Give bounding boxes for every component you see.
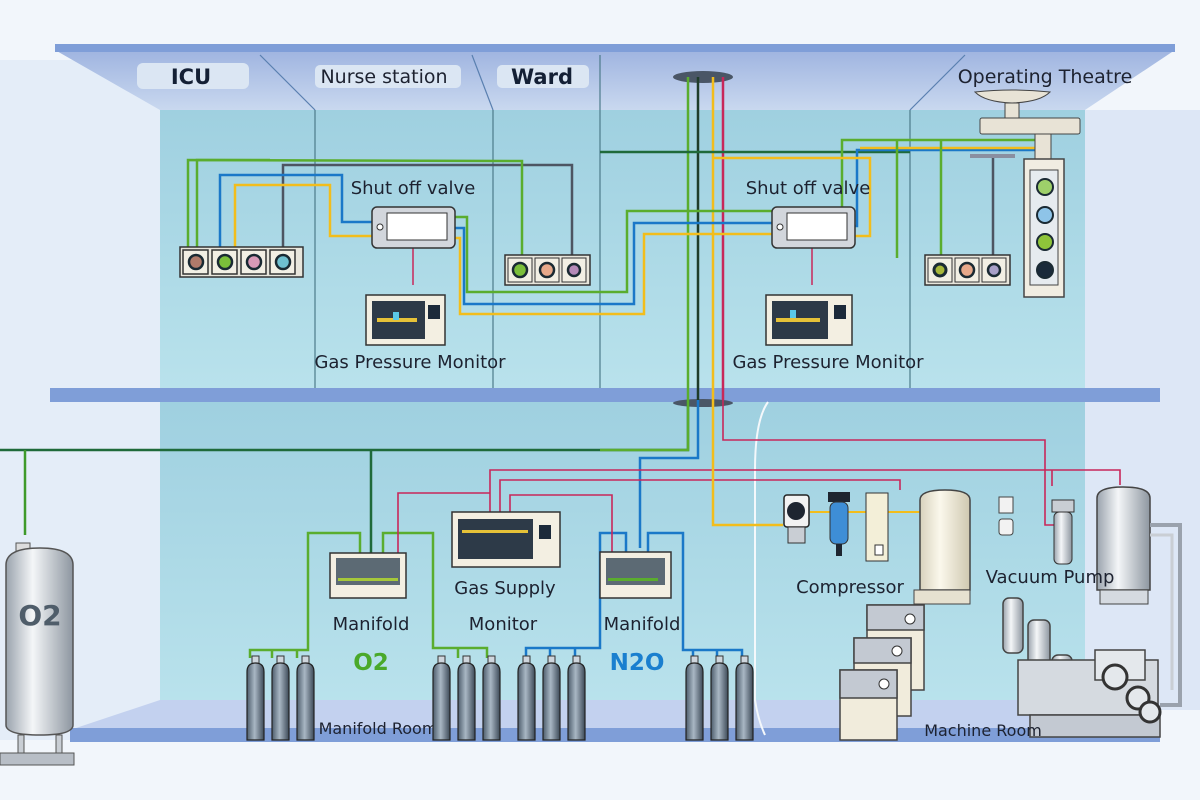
gas-supply-monitor[interactable]: Gas Supply Monitor	[451, 511, 561, 635]
outlet-icon	[245, 253, 263, 271]
gas-cylinder	[567, 655, 586, 741]
roof-slab	[55, 44, 1175, 52]
pendant-outlet-icon	[1036, 206, 1054, 224]
vacuum-pump-system[interactable]: Vacuum Pump	[986, 486, 1182, 738]
room-label-icu: ICU	[171, 65, 211, 89]
manifold-2[interactable]: Manifold N2O	[599, 551, 681, 676]
gas-cylinder	[296, 655, 315, 741]
gas-cylinder	[542, 655, 561, 741]
middle-slab	[50, 388, 1160, 402]
outlet-icon	[511, 261, 529, 279]
dial-icon	[904, 613, 916, 625]
gas-pressure-monitor-2[interactable]: Gas Pressure Monitor	[732, 294, 924, 373]
compressor-system[interactable]: Compressor	[783, 489, 971, 741]
gas-pressure-monitor-1[interactable]: Gas Pressure Monitor	[314, 294, 506, 373]
gas-cylinder	[246, 655, 265, 741]
pendant-outlet-icon	[1036, 233, 1054, 251]
dial-icon	[878, 678, 890, 690]
manifold-1[interactable]: Manifold O2	[329, 552, 410, 676]
shut-off-valve-1[interactable]: Shut off valve	[351, 178, 476, 249]
room-label-ward: Ward	[511, 65, 573, 89]
upper-wall	[160, 110, 1085, 390]
compressor-label: Compressor	[796, 577, 904, 598]
room-labels: ICU Nurse station Ward Operating Theatre…	[137, 63, 1132, 738]
outlet-icon	[216, 253, 234, 271]
shut-off-valve-2-label: Shut off valve	[746, 178, 871, 199]
air-receiver-tank	[919, 489, 971, 591]
ot-outlet-panel[interactable]	[924, 254, 1011, 286]
outlet-icon	[958, 261, 976, 279]
ward-outlet-panel[interactable]	[504, 254, 591, 286]
pump-wheel-icon	[1138, 700, 1162, 724]
vacuum-receiver-tank	[1096, 486, 1151, 591]
outlet-icon	[932, 262, 948, 278]
dryer-icon	[865, 492, 889, 562]
gas-cylinder	[482, 655, 501, 741]
vacuum-pump-machinery	[1002, 597, 1161, 738]
outlet-icon	[274, 253, 292, 271]
outlet-icon	[187, 253, 205, 271]
gas-supply-monitor-label-line1: Gas Supply	[454, 578, 556, 599]
shut-off-valve-2[interactable]: Shut off valve	[746, 178, 871, 249]
gas-cylinders	[246, 655, 754, 741]
gas-cylinder	[457, 655, 476, 741]
icu-outlet-panel[interactable]	[179, 246, 304, 278]
gas-cylinder	[517, 655, 536, 741]
room-label-nurse-station: Nurse station	[320, 66, 447, 88]
dial-icon	[891, 645, 903, 657]
manifold-1-gas-label: O2	[353, 650, 389, 676]
vacuum-filter-icon	[1053, 511, 1073, 565]
gas-supply-monitor-label-line2: Monitor	[469, 614, 538, 635]
manifold-1-label: Manifold	[333, 614, 410, 635]
outlet-icon	[566, 262, 582, 278]
gas-pressure-monitor-2-label: Gas Pressure Monitor	[732, 352, 924, 373]
shut-off-valve-1-label: Shut off valve	[351, 178, 476, 199]
room-label-manifold-room: Manifold Room	[319, 719, 438, 738]
pendant-outlet-icon	[1036, 178, 1054, 196]
vacuum-pump-label: Vacuum Pump	[986, 567, 1115, 588]
outlet-icon	[538, 261, 556, 279]
outlet-icon	[986, 262, 1002, 278]
pendant-outlet-icon	[1036, 261, 1054, 279]
room-label-machine-room: Machine Room	[924, 721, 1042, 740]
filter-icon	[829, 501, 849, 545]
gas-cylinder	[710, 655, 729, 741]
pump-wheel-icon	[1101, 663, 1129, 691]
gas-cylinder	[271, 655, 290, 741]
manifold-2-gas-label: N2O	[610, 650, 665, 676]
o2-tank-label: O2	[18, 599, 61, 632]
ot-ceiling-pendant[interactable]	[973, 89, 1081, 298]
o2-bulk-tank[interactable]: O2	[0, 542, 75, 766]
gas-cylinder	[432, 655, 451, 741]
room-label-operating-theatre: Operating Theatre	[958, 66, 1133, 88]
gas-cylinder	[735, 655, 754, 741]
manifold-2-label: Manifold	[604, 614, 681, 635]
gas-pressure-monitor-1-label: Gas Pressure Monitor	[314, 352, 506, 373]
gas-cylinder	[685, 655, 704, 741]
